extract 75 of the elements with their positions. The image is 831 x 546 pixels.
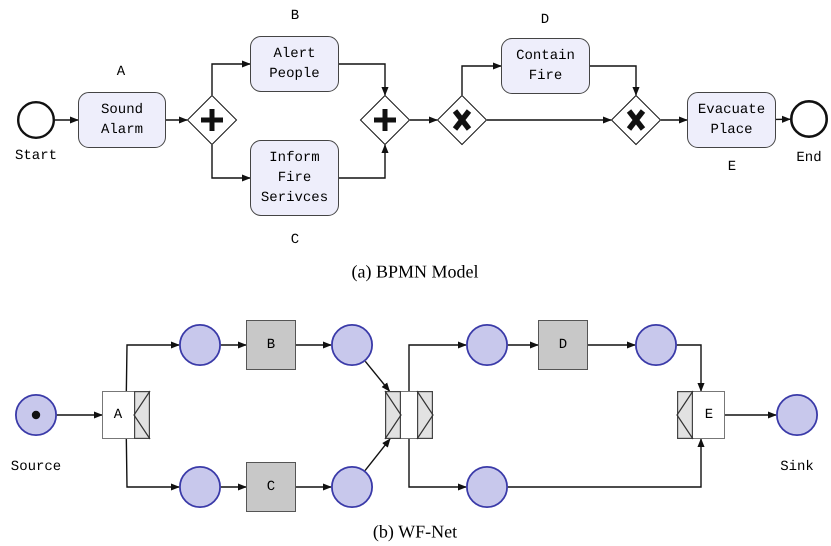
transition-box [538,320,588,370]
arrow [221,483,247,491]
task-box [250,140,339,216]
task-box [501,38,590,94]
arrow [588,341,636,349]
figure-caption: (b) WF-Net [372,522,458,542]
arrow [364,360,390,392]
task-id-label: E [728,159,736,175]
transition-box [246,320,296,370]
end-event-circle [790,100,828,138]
place-circle [635,324,677,366]
transition-label: D [558,337,568,353]
node-label: Start [15,148,57,164]
arrow [55,116,79,124]
arrow [508,341,539,349]
arrow [221,341,247,349]
arrow [408,439,467,491]
transition-label: C [266,479,276,495]
arrow [508,438,705,488]
task-id-label: A [116,64,126,80]
place-circle [331,466,373,508]
arrow [461,62,502,95]
transition-label: E [704,407,714,423]
arrow [211,60,251,95]
task-label: Sound Alarm [100,101,144,140]
node-label: End [796,150,822,166]
gateway-diamond [611,95,661,145]
gateway-diamond [187,95,237,145]
arrow [677,344,705,392]
task-id-label: D [540,12,550,28]
transition-box [677,391,725,439]
transition-box [246,462,296,512]
gateway-diamond [360,95,410,145]
arrow [296,341,332,349]
arrow [410,116,438,124]
transition-box [102,391,150,439]
arrow [364,438,391,471]
task-label: Inform Fire Serivces [260,149,330,208]
arrow [590,65,640,96]
gateway-diamond [437,95,487,145]
arrow [166,116,188,124]
task-box [78,92,166,148]
arrow [725,411,777,419]
place-circle [331,324,373,366]
task-label: Contain Fire [515,47,576,86]
task-box [250,36,339,92]
place-circle [179,324,221,366]
task-id-label: C [290,232,300,248]
arrow [776,116,791,123]
place-circle [179,466,221,508]
arrow [487,116,612,124]
place-circle [776,394,818,436]
arrow [408,341,467,391]
arrow [126,341,180,391]
transition-label: A [114,407,122,423]
task-id-label: B [290,8,300,24]
arrow [339,144,389,179]
arrow [296,483,332,491]
task-box [687,92,776,148]
node-label: Sink [780,459,814,475]
arrow [57,411,103,419]
place-circle [466,466,508,508]
arrow [339,63,389,96]
arrow [661,116,688,124]
transition-label: B [266,337,276,353]
start-event-circle [17,101,55,139]
figure-caption: (a) BPMN Model [352,262,478,282]
task-label: Alert People [268,45,321,84]
arrow [211,145,251,182]
transition-box [385,391,433,439]
node-label: Source [10,459,62,475]
task-label: Evacuate Place [696,101,766,140]
place-circle [15,394,57,436]
arrow [126,439,180,491]
place-circle [466,324,508,366]
